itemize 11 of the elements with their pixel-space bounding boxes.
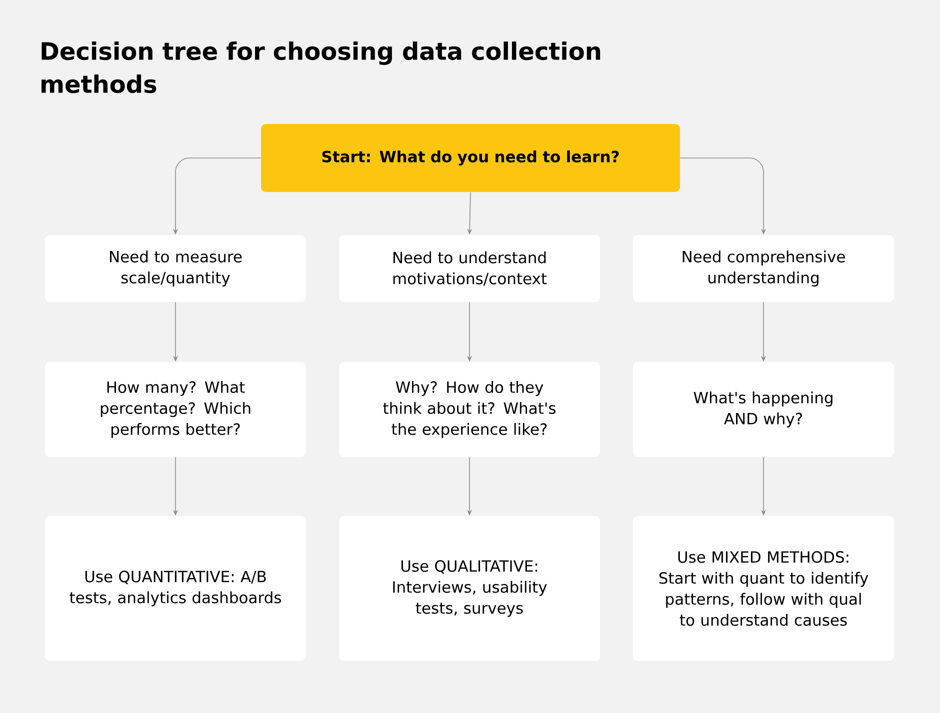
decision-box: Use MIXED METHODS: Start with quant to identify patterns, follow with qual to understand causes	[633, 516, 894, 661]
title: Decision tree for choosing data collection methods	[42, 42, 600, 94]
decision-box: Need to understand motivations/context	[339, 235, 600, 302]
decision-box: How many? What percentage? Which performs better?	[45, 362, 306, 457]
decision-box: Need comprehensive understanding	[633, 235, 894, 302]
decision-box: Use QUALITATIVE: Interviews, usability tests, surveys	[339, 516, 600, 661]
decision-box: What's happening AND why?	[633, 362, 894, 457]
decision-box: Need to measure scale/quantity	[45, 235, 306, 302]
start-box: Start: What do you need to learn?	[261, 124, 680, 192]
decision-box: Use QUANTITATIVE: A/B tests, analytics dashboards	[45, 516, 306, 661]
decision-box: Why? How do they think about it? What's the experience like?	[339, 362, 600, 457]
